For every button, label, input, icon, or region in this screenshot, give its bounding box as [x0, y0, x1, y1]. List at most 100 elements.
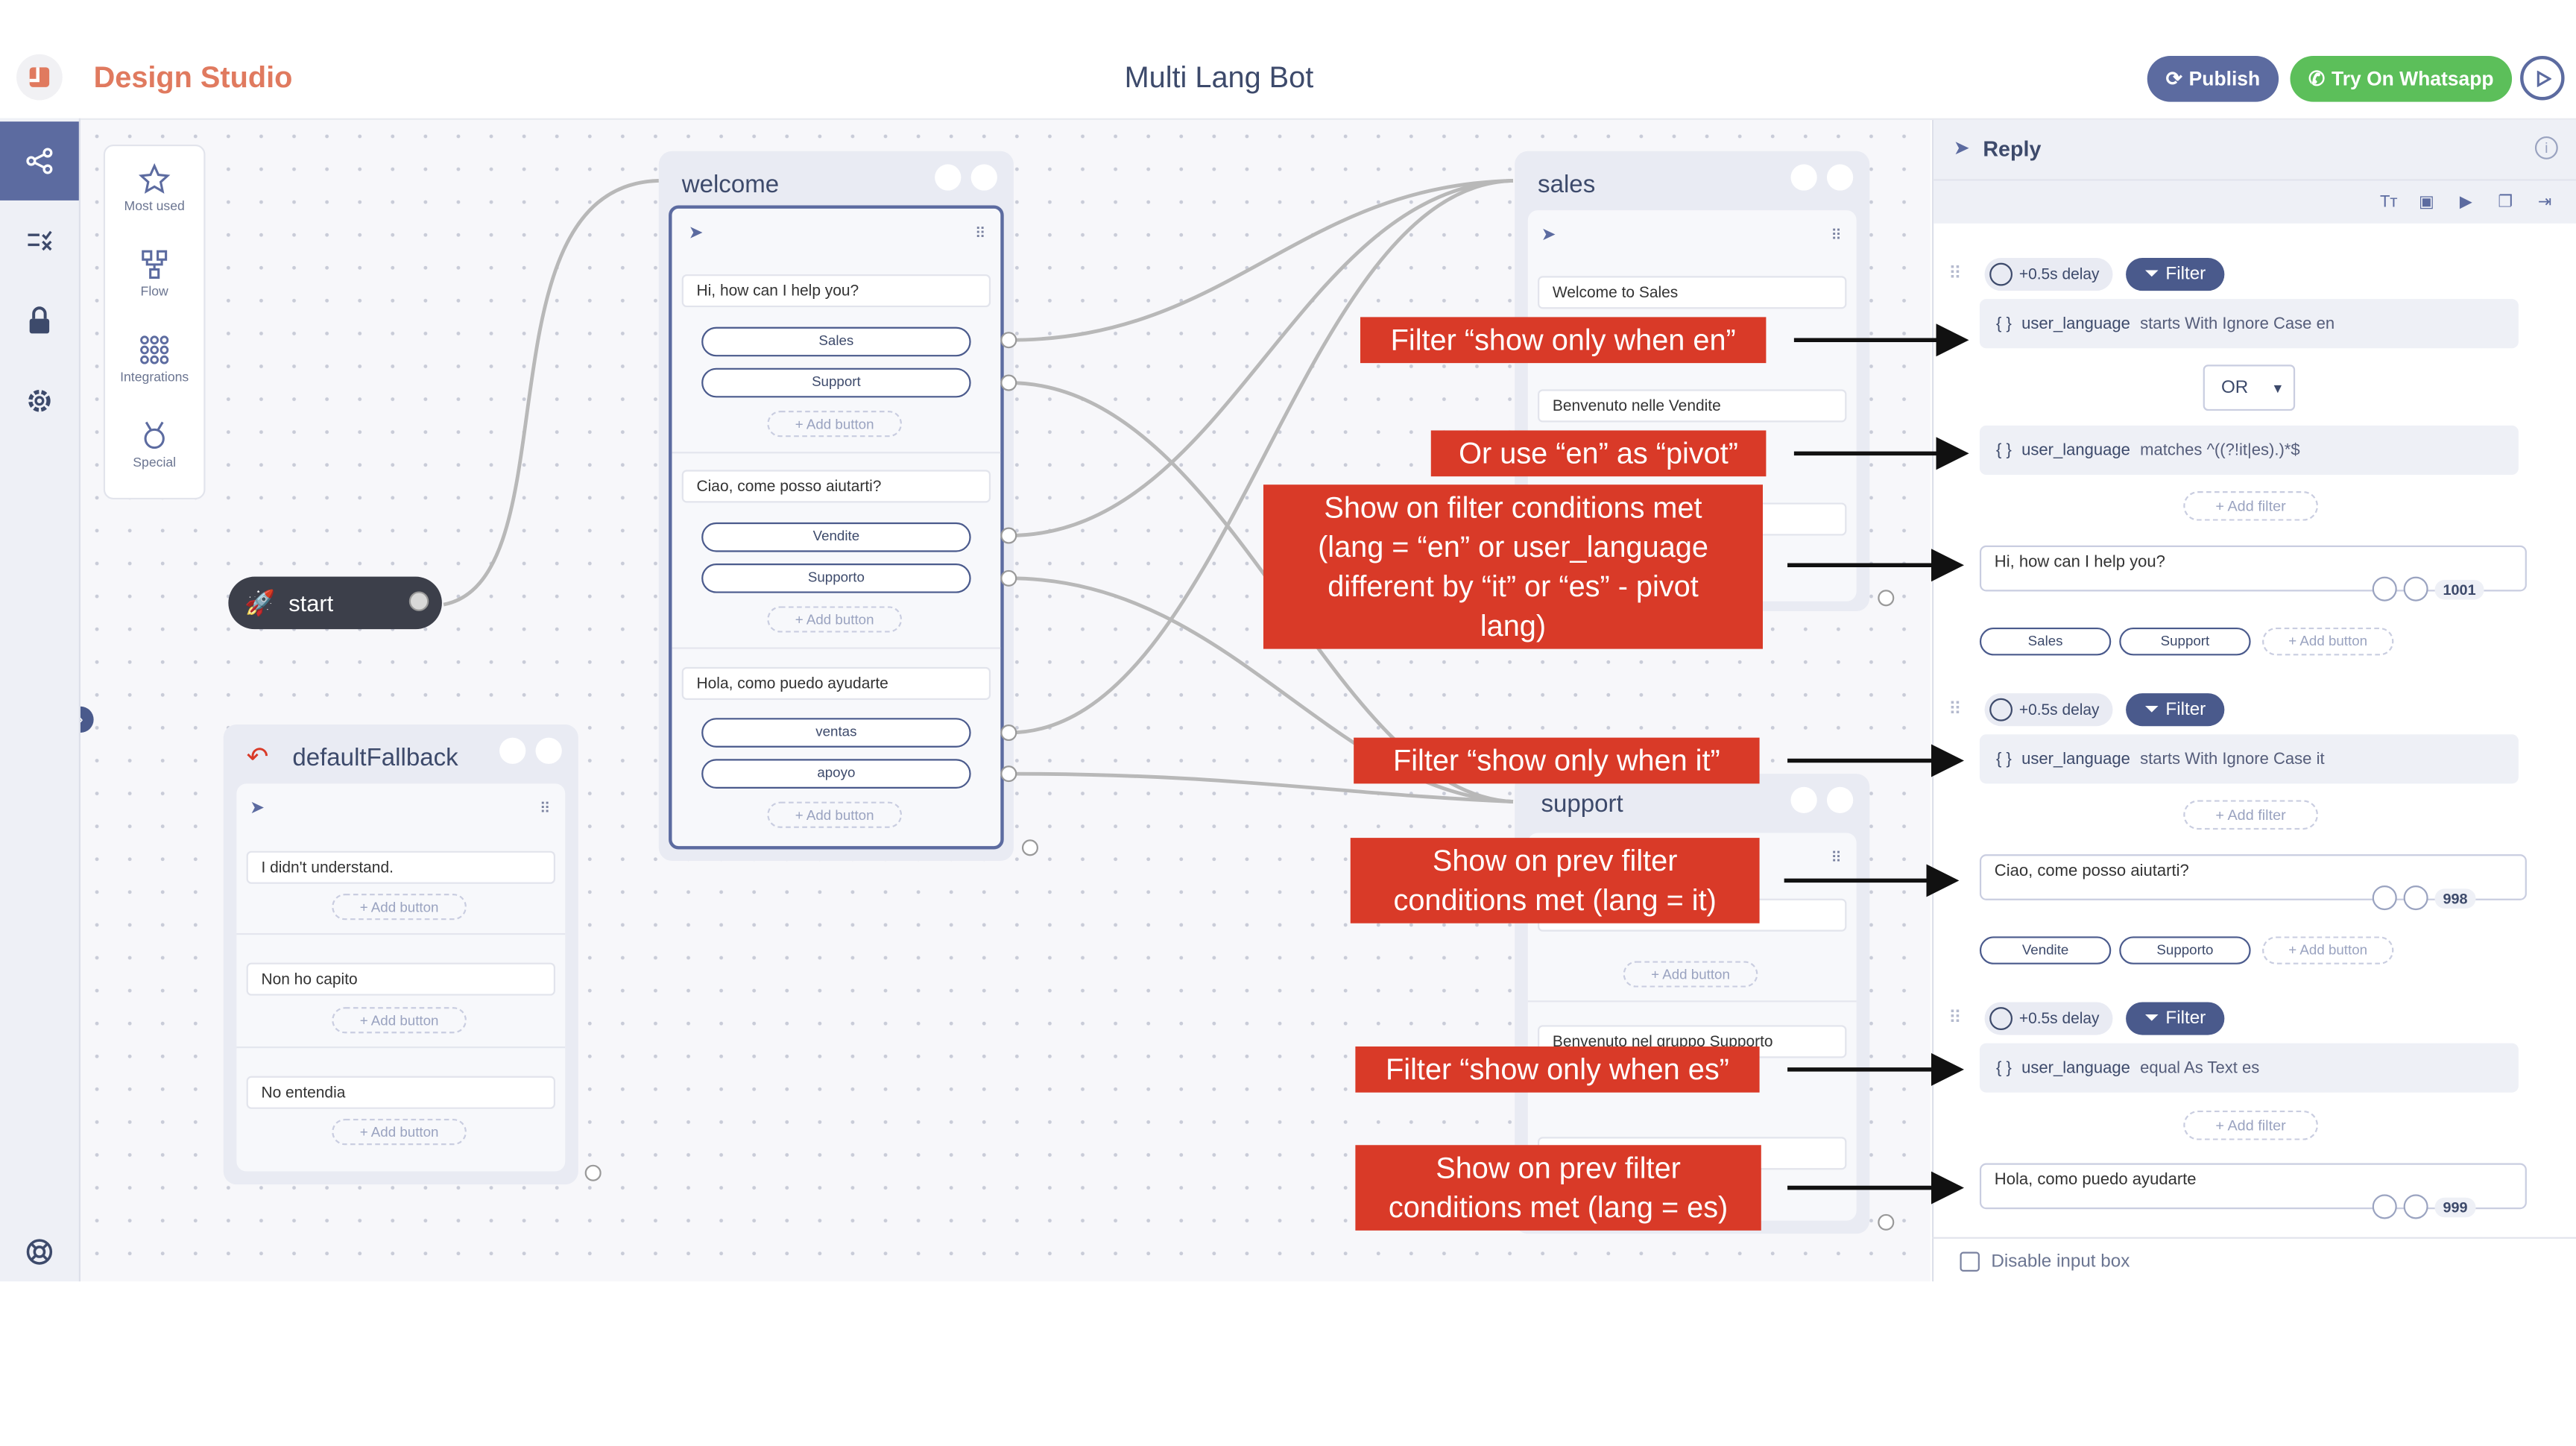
logic-operator-select[interactable]: OR▼ [2203, 364, 2296, 411]
button-vendite[interactable]: Vendite [701, 522, 971, 552]
button-ventas[interactable]: ventas [701, 718, 971, 748]
try-on-whatsapp-button[interactable]: ✆ Try On Whatsapp [2290, 55, 2513, 102]
add-button[interactable]: + Add button [767, 411, 903, 438]
add-filter-button[interactable]: + Add filter [2183, 1110, 2318, 1140]
start-node[interactable]: 🚀 start [228, 576, 442, 630]
delay-badge[interactable]: +0.5s delay [1984, 1002, 2113, 1035]
button-connector[interactable] [1000, 765, 1017, 783]
checkbox[interactable] [1960, 1251, 1980, 1272]
add-button[interactable]: + Add button [332, 894, 467, 921]
filter-button[interactable]: ⏷Filter [2126, 693, 2225, 727]
drag-handle-icon[interactable]: ⠿ [974, 224, 985, 242]
fallback-reply-block[interactable]: ➤ ⠿ I didn't understand. + Add button No… [236, 783, 566, 1172]
palette-most-used[interactable]: Most used [105, 162, 203, 214]
variable-icon[interactable] [2372, 1194, 2397, 1219]
drag-handle-icon[interactable]: ⠿ [1948, 1008, 1962, 1029]
reply-button-vendite[interactable]: Vendite [1979, 936, 2112, 964]
button-connector[interactable] [1000, 569, 1017, 587]
add-filter-button[interactable]: + Add filter [2183, 491, 2318, 521]
filter-button[interactable]: ⏷Filter [2126, 258, 2225, 291]
brain-icon[interactable] [1790, 164, 1817, 191]
play-button[interactable] [2520, 55, 2565, 101]
add-button[interactable]: + Add button [767, 801, 903, 828]
node-output-connector[interactable] [1878, 590, 1895, 607]
button-connector[interactable] [1000, 374, 1017, 391]
button-apoyo[interactable]: apoyo [701, 759, 971, 789]
message-text[interactable]: Non ho capito [246, 962, 555, 996]
add-button[interactable]: + Add button [332, 1007, 467, 1034]
gallery-icon[interactable]: ❐ [2498, 192, 2513, 212]
emoji-icon[interactable] [2403, 576, 2428, 602]
publish-button[interactable]: ⟳ Publish [2147, 55, 2279, 102]
reply-button-supporto[interactable]: Supporto [2119, 936, 2251, 964]
add-button[interactable]: + Add button [767, 606, 903, 633]
exit-icon[interactable]: ⇥ [2537, 192, 2552, 212]
text-icon[interactable]: Tт [2379, 192, 2398, 212]
message-text[interactable]: Benvenuto nelle Vendite [1538, 389, 1847, 423]
rail-tasks[interactable] [0, 201, 79, 280]
message-text[interactable]: I didn't understand. [246, 850, 555, 884]
emoji-icon[interactable] [2403, 1194, 2428, 1219]
filter-button[interactable]: ⏷Filter [2126, 1002, 2225, 1035]
rail-security[interactable] [0, 281, 79, 360]
add-button[interactable]: + Add button [2262, 627, 2394, 656]
default-fallback-node[interactable]: ↶ defaultFallback ➤ ⠿ I didn't understan… [223, 724, 578, 1185]
palette-integrations[interactable]: Integrations [105, 333, 203, 385]
flow-canvas[interactable]: Most used Flow Integrations Special › [80, 119, 1931, 1282]
node-output-connector[interactable] [1878, 1213, 1895, 1231]
variable-icon[interactable] [2372, 885, 2397, 911]
palette-special[interactable]: Special [105, 419, 203, 470]
delay-badge[interactable]: +0.5s delay [1984, 693, 2113, 727]
drag-handle-icon[interactable]: ⠿ [1831, 227, 1841, 244]
welcome-node[interactable]: welcome ➤ ⠿ Hi, how can I help you? Sale… [658, 151, 1014, 861]
disable-input-toggle[interactable]: Disable input box [1960, 1251, 2130, 1272]
rail-help[interactable] [0, 1213, 79, 1292]
drag-handle-icon[interactable]: ⠿ [1948, 264, 1962, 285]
message-text[interactable]: Hi, how can I help you? [681, 274, 991, 308]
info-icon[interactable]: i [2534, 136, 2558, 160]
image-icon[interactable]: ▣ [2419, 192, 2434, 212]
drag-handle-icon[interactable]: ⠿ [539, 800, 550, 817]
reply-button-support[interactable]: Support [2119, 627, 2251, 656]
message-text[interactable]: Ciao, come posso aiutarti? [681, 470, 991, 503]
start-output-connector[interactable] [408, 591, 429, 611]
button-connector[interactable] [1000, 332, 1017, 349]
drag-handle-icon[interactable]: ⠿ [1948, 699, 1962, 720]
reply-button-sales[interactable]: Sales [1979, 627, 2112, 656]
button-sales[interactable]: Sales [701, 326, 971, 357]
note-icon[interactable] [1826, 164, 1854, 191]
node-output-connector[interactable] [1021, 839, 1038, 856]
add-filter-button[interactable]: + Add filter [2183, 800, 2318, 830]
palette-flow[interactable]: Flow [105, 248, 203, 299]
brain-icon[interactable] [935, 164, 962, 191]
brain-icon[interactable] [499, 737, 526, 764]
variable-icon[interactable] [2372, 576, 2397, 602]
node-output-connector[interactable] [584, 1164, 602, 1181]
button-connector[interactable] [1000, 724, 1017, 742]
note-icon[interactable] [1826, 786, 1854, 814]
button-connector[interactable] [1000, 527, 1017, 544]
expand-sidebar-button[interactable]: › [80, 706, 94, 733]
welcome-reply-block[interactable]: ➤ ⠿ Hi, how can I help you? Sales Suppor… [669, 205, 1004, 850]
video-icon[interactable]: ▶ [2459, 192, 2472, 212]
sales-node[interactable]: sales ➤ ⠿ Welcome to Sales Benvenuto nel… [1515, 151, 1870, 611]
note-icon[interactable] [535, 737, 562, 764]
rail-settings[interactable] [0, 362, 79, 441]
add-button[interactable]: + Add button [332, 1118, 467, 1146]
app-logo-icon[interactable] [16, 54, 63, 101]
delay-badge[interactable]: +0.5s delay [1984, 258, 2113, 291]
add-button[interactable]: + Add button [1623, 961, 1758, 988]
button-supporto[interactable]: Supporto [701, 563, 971, 593]
message-text[interactable]: No entendia [246, 1076, 555, 1109]
add-button[interactable]: + Add button [2262, 936, 2394, 964]
rail-flows[interactable] [0, 121, 79, 201]
note-icon[interactable] [970, 164, 997, 191]
drag-handle-icon[interactable]: ⠿ [1831, 849, 1841, 866]
message-text[interactable]: Hola, como puedo ayudarte [681, 666, 991, 700]
emoji-icon[interactable] [2403, 885, 2428, 911]
button-support[interactable]: Support [701, 367, 971, 398]
